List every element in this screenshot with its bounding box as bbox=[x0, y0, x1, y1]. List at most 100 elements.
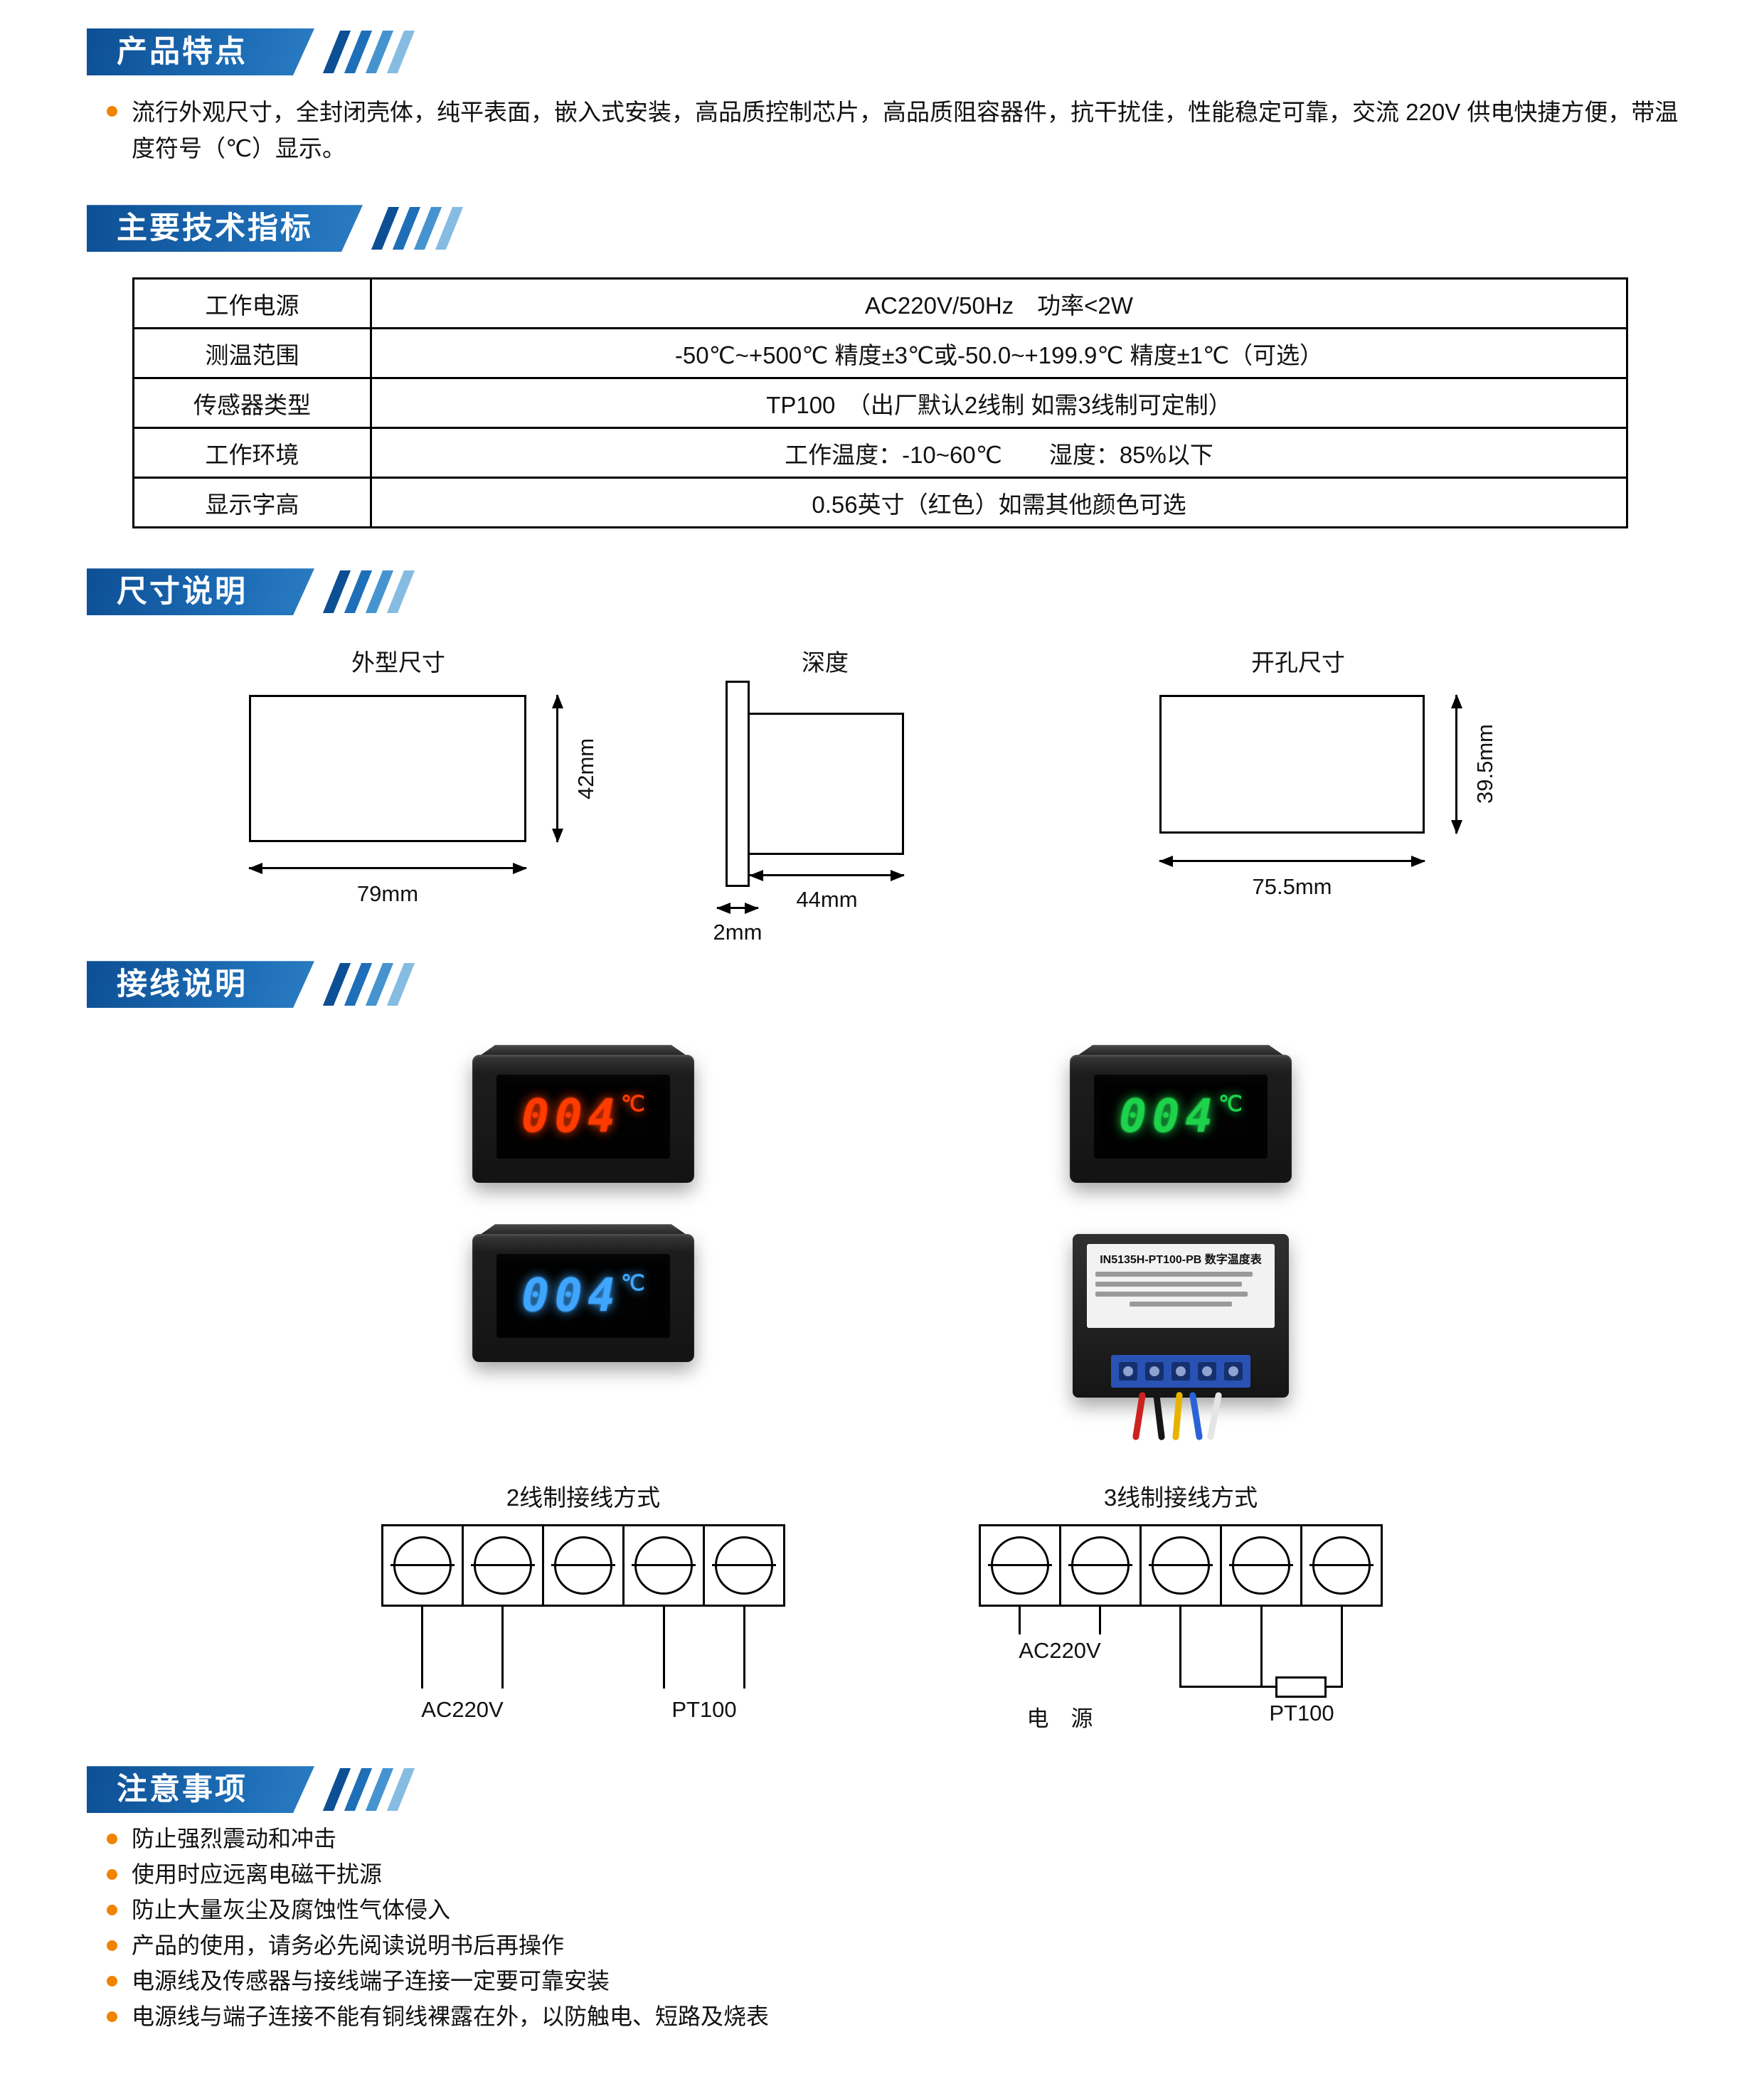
three-wire-diagram: 3线制接线方式 AC220V 电 源 PT100 bbox=[882, 1479, 1479, 1732]
power-label-2: 电 源 bbox=[1026, 1706, 1093, 1732]
section-title: 接线说明 bbox=[87, 961, 314, 1008]
flange-dim-label: 2mm bbox=[713, 920, 763, 945]
banner-stripes-icon bbox=[322, 1768, 417, 1812]
spec-value: AC220V/50Hz 功率<2W bbox=[370, 277, 1628, 330]
feature-item: 流行外观尺寸，全封闭壳体，纯平表面，嵌入式安装，高品质控制芯片，高品质阻容器件，… bbox=[107, 94, 1693, 166]
wire-line bbox=[1341, 1605, 1343, 1689]
banner-stripes-icon bbox=[322, 963, 417, 1006]
product-label-title: IN5135H-PT100-PB 数字温度表 bbox=[1100, 1254, 1262, 1267]
outline-rect bbox=[249, 695, 526, 843]
sensor-label: PT100 bbox=[671, 1697, 737, 1723]
bullet-icon bbox=[107, 1905, 117, 1916]
display-digits: 004 bbox=[521, 1270, 621, 1323]
banner-stripes-icon bbox=[371, 207, 465, 250]
diagram-title: 外型尺寸 bbox=[351, 649, 445, 676]
height-dim-label: 42mm bbox=[573, 738, 598, 799]
display-digits: 004 bbox=[1119, 1090, 1218, 1144]
note-item: 产品的使用，请务必先阅读说明书后再操作 bbox=[107, 1934, 1764, 1957]
terminal bbox=[1139, 1524, 1222, 1607]
width-arrow-icon bbox=[249, 867, 526, 870]
terminal-strip bbox=[381, 1524, 785, 1607]
spec-label: 传感器类型 bbox=[132, 377, 372, 430]
screw-terminal-icon bbox=[1309, 1536, 1374, 1595]
display-digits: 004 bbox=[521, 1090, 621, 1144]
terminal-strip bbox=[979, 1524, 1383, 1607]
outline-dimension-diagram: 外型尺寸 42mm 79mm bbox=[228, 644, 697, 922]
terminal bbox=[1220, 1524, 1302, 1607]
display-unit: ℃ bbox=[620, 1091, 645, 1117]
banner-stripes-icon bbox=[322, 570, 417, 614]
width-arrow-icon bbox=[1159, 860, 1425, 863]
spec-row: 显示字高 0.56英寸（红色）如需其他颜色可选 bbox=[132, 477, 1628, 529]
spec-value: -50℃~+500℃ 精度±3℃或-50.0~+199.9℃ 精度±1℃（可选） bbox=[370, 327, 1628, 380]
depth-dim-label: 44mm bbox=[796, 887, 858, 913]
display-unit: ℃ bbox=[1218, 1091, 1243, 1117]
note-item: 使用时应远离电磁干扰源 bbox=[107, 1863, 1764, 1886]
terminal bbox=[622, 1524, 705, 1607]
wire-line bbox=[743, 1605, 745, 1689]
sensor-label: PT100 bbox=[1269, 1701, 1334, 1726]
screw-terminal-icon bbox=[1068, 1536, 1132, 1595]
screw-terminal-icon bbox=[712, 1536, 776, 1595]
section-title: 产品特点 bbox=[87, 28, 314, 75]
diagram-title: 2线制接线方式 bbox=[506, 1484, 661, 1511]
note-text: 电源线与端子连接不能有铜线裸露在外，以防触电、短路及烧表 bbox=[132, 2004, 770, 2030]
height-dim-label: 39.5mm bbox=[1472, 724, 1497, 804]
bullet-icon bbox=[107, 1940, 117, 1952]
screw-icon bbox=[1171, 1362, 1190, 1381]
section-title: 主要技术指标 bbox=[87, 205, 363, 252]
section-banner-features: 产品特点 bbox=[87, 28, 1764, 75]
spec-value: 工作温度：-10~60℃ 湿度：85%以下 bbox=[370, 427, 1628, 479]
screw-terminal-icon bbox=[471, 1536, 535, 1595]
terminal bbox=[979, 1524, 1061, 1607]
product-label: IN5135H-PT100-PB 数字温度表 bbox=[1087, 1244, 1275, 1329]
meter-screen: 004℃ bbox=[496, 1075, 670, 1159]
two-wire-diagram: 2线制接线方式 AC220V PT100 bbox=[285, 1479, 882, 1730]
wire-white bbox=[1206, 1392, 1223, 1441]
section-banner-wiring: 接线说明 bbox=[87, 961, 1764, 1008]
wire-line bbox=[663, 1605, 665, 1689]
width-dim-label: 79mm bbox=[356, 881, 419, 907]
wire-rail bbox=[1179, 1686, 1343, 1689]
wire-red bbox=[1132, 1391, 1147, 1441]
note-text: 防止强烈震动和冲击 bbox=[132, 1826, 337, 1852]
screw-icon bbox=[1224, 1362, 1243, 1381]
wiring-diagrams: 2线制接线方式 AC220V PT100 3线制接线方式 bbox=[0, 1479, 1764, 1732]
meter-back-view: IN5135H-PT100-PB 数字温度表 bbox=[1073, 1234, 1289, 1441]
spec-label: 测温范围 bbox=[132, 327, 372, 380]
wire-blue bbox=[1189, 1391, 1204, 1441]
screw-icon bbox=[1119, 1362, 1137, 1381]
depth-arrow-icon bbox=[750, 874, 904, 877]
bullet-icon bbox=[107, 1869, 117, 1881]
meter-red-display: 004℃ bbox=[472, 1055, 694, 1184]
wire-line bbox=[1099, 1605, 1101, 1635]
wire-line bbox=[1260, 1605, 1263, 1689]
note-text: 电源线及传感器与接线端子连接一定要可靠安装 bbox=[132, 1968, 610, 1994]
body-rect bbox=[748, 713, 904, 856]
width-dim-label: 75.5mm bbox=[1252, 874, 1332, 900]
screw-terminal-icon bbox=[390, 1536, 455, 1595]
notes-list: 防止强烈震动和冲击 使用时应远离电磁干扰源 防止大量灰尘及腐蚀性气体侵入 产品的… bbox=[107, 1827, 1764, 2028]
screw-terminal-icon bbox=[551, 1536, 615, 1595]
diagram-title: 开孔尺寸 bbox=[1251, 649, 1345, 676]
flange-rect bbox=[726, 681, 750, 888]
wire-line bbox=[501, 1605, 504, 1689]
banner-stripes-icon bbox=[322, 31, 417, 73]
spec-value: 0.56英寸（红色）如需其他颜色可选 bbox=[370, 477, 1628, 529]
height-arrow-icon bbox=[556, 695, 558, 843]
wire-line bbox=[1179, 1605, 1181, 1689]
cutout-dimension-diagram: 开孔尺寸 39.5mm 75.5mm bbox=[1138, 644, 1608, 922]
power-label: AC220V bbox=[421, 1697, 504, 1723]
screw-terminal-icon bbox=[1229, 1536, 1293, 1595]
label-text-line bbox=[1130, 1302, 1232, 1307]
section-banner-specs: 主要技术指标 bbox=[87, 205, 1764, 252]
terminal bbox=[703, 1524, 785, 1607]
meter-blue-display: 004℃ bbox=[472, 1234, 694, 1363]
terminal bbox=[462, 1524, 544, 1607]
terminal bbox=[1059, 1524, 1142, 1607]
power-label: AC220V bbox=[1019, 1638, 1101, 1664]
note-item: 防止强烈震动和冲击 bbox=[107, 1827, 1764, 1850]
bullet-icon bbox=[107, 2011, 117, 2023]
section-banner-dimensions: 尺寸说明 bbox=[87, 568, 1764, 615]
